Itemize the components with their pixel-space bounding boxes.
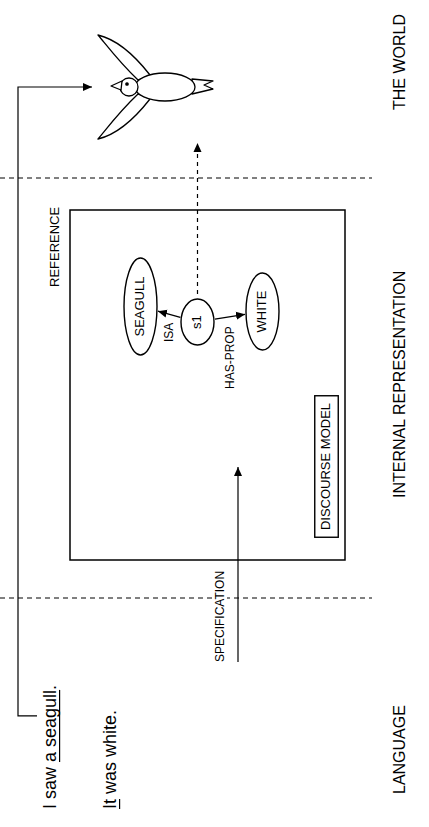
- process-label: SPECIFICATION: [213, 569, 227, 664]
- node-label: SEAGULL: [133, 277, 148, 337]
- bird-wing: [98, 35, 150, 80]
- relation-arrow: [158, 311, 180, 317]
- entity-ellipse: s1: [180, 298, 215, 346]
- box-outline: [315, 396, 339, 538]
- specification-arrow: [237, 467, 238, 662]
- representation-box: [70, 210, 345, 560]
- divider-line: [0, 178, 372, 179]
- ellipse-outline: [124, 258, 157, 355]
- region-label: LANGUAGE: [390, 705, 409, 794]
- bird-beak: [111, 81, 122, 90]
- bird-eye: [126, 83, 128, 85]
- relation-label: ISA: [162, 321, 176, 344]
- concept-ellipse: SEAGULL: [123, 257, 158, 356]
- relation-arrow: [215, 314, 245, 319]
- ellipse-outline: [181, 299, 214, 345]
- process-label: REFERENCE: [47, 207, 63, 287]
- bird-head: [120, 78, 138, 96]
- node-label: s1: [190, 315, 205, 329]
- region-label: INTERNAL REPRESENTATION: [390, 271, 409, 498]
- relation-label: HAS-PROP: [223, 324, 237, 391]
- sentence-text: It was white.: [100, 710, 122, 809]
- seagull-illustration: [98, 35, 213, 139]
- node-label: WHITE: [255, 291, 270, 333]
- bird-wing: [98, 94, 150, 139]
- ellipse-outline: [246, 273, 279, 350]
- reference-arrow: [18, 87, 92, 716]
- bird-body: [135, 73, 195, 101]
- divider-line: [0, 598, 372, 599]
- sentence-text: I saw a seagull.: [40, 685, 62, 809]
- node-label: DISCOURSE MODEL: [319, 403, 334, 530]
- denotation-arrow: [197, 143, 198, 294]
- model-box: DISCOURSE MODEL: [314, 395, 339, 538]
- concept-ellipse: WHITE: [245, 272, 280, 351]
- region-label: THE WORLD: [390, 14, 409, 110]
